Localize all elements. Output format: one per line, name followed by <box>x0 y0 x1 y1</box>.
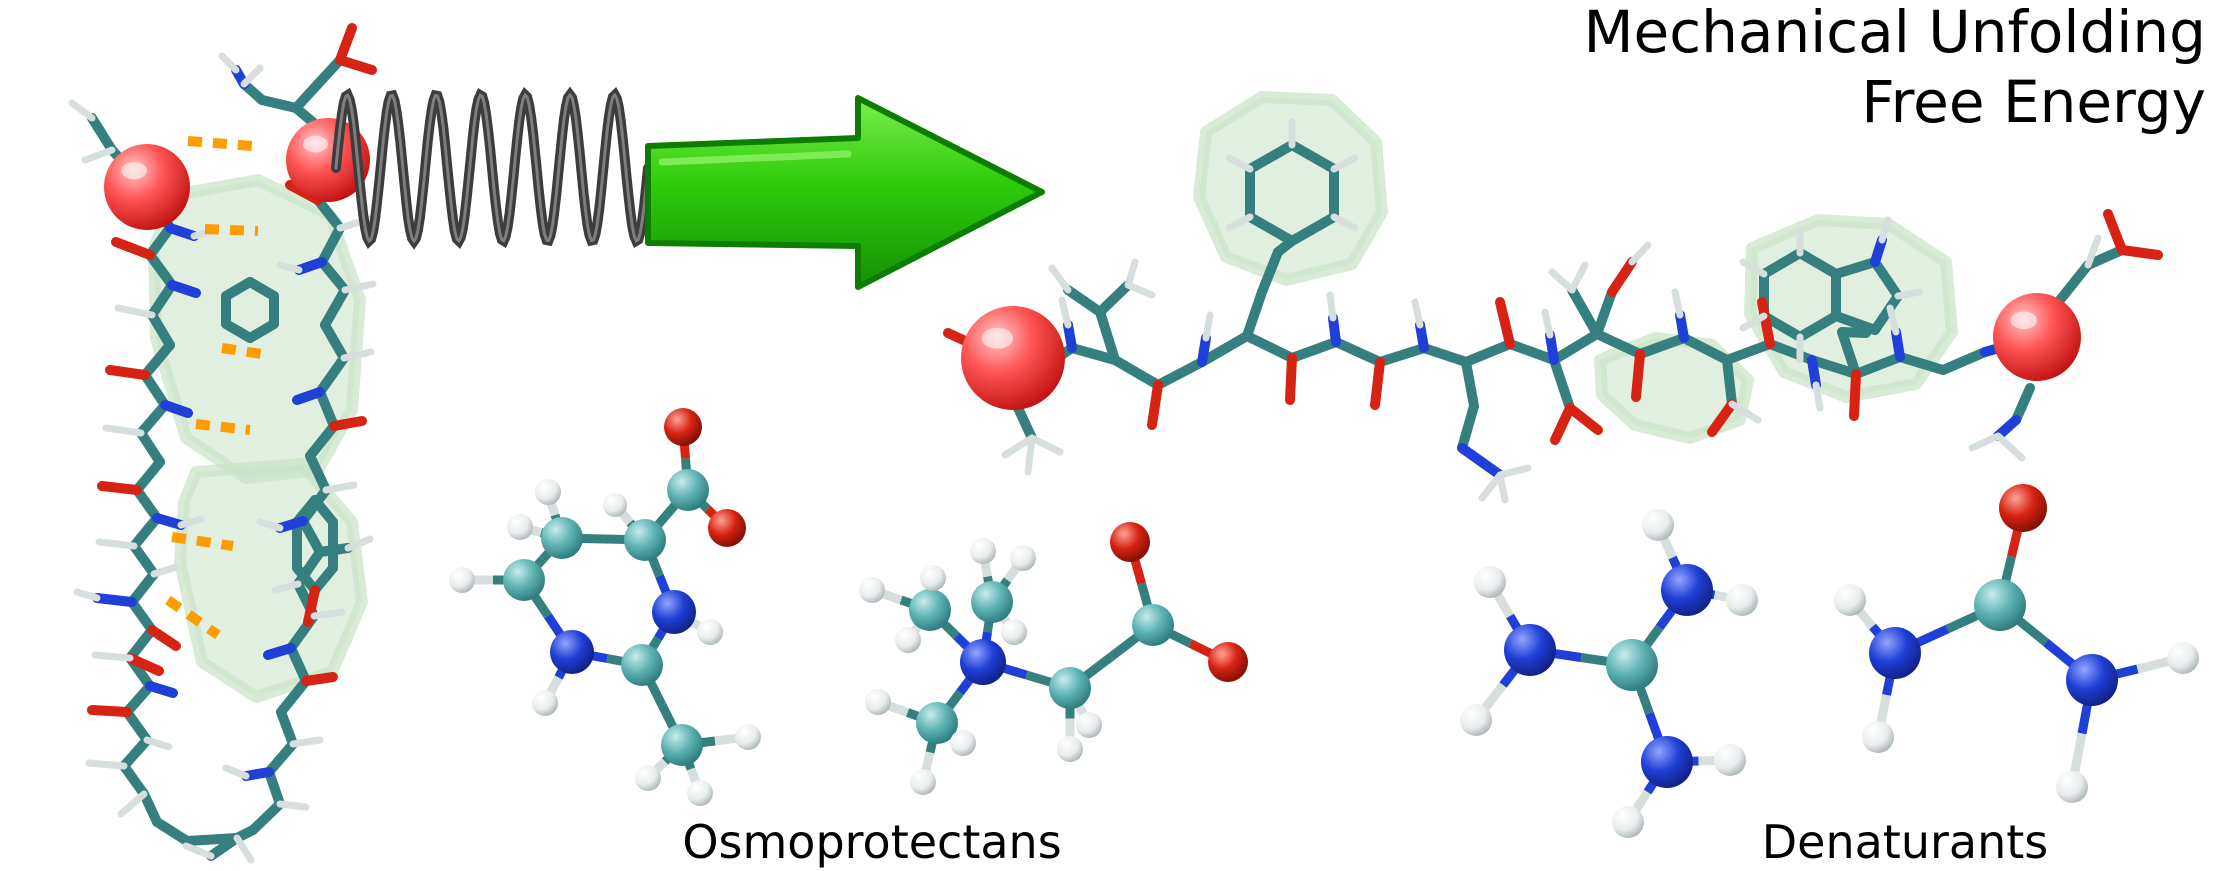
molecule-urea <box>1834 484 2199 803</box>
molecule-glycine-betaine <box>859 522 1248 795</box>
label-denaturants: Denaturants <box>1762 815 2049 869</box>
unfolding-arrow-icon <box>645 95 1045 290</box>
spring-icon <box>331 86 653 250</box>
molecule-guanidinium <box>1460 509 1758 838</box>
unfolded-peptide <box>943 91 2163 504</box>
label-osmoprotectants: Osmoprotectans <box>682 815 1061 869</box>
molecule-ectoine <box>449 408 761 806</box>
figure-title-line1: Mechanical Unfolding <box>1583 0 2206 66</box>
folded-peptide <box>68 23 377 864</box>
figure-title-line2: Free Energy <box>1861 68 2206 136</box>
